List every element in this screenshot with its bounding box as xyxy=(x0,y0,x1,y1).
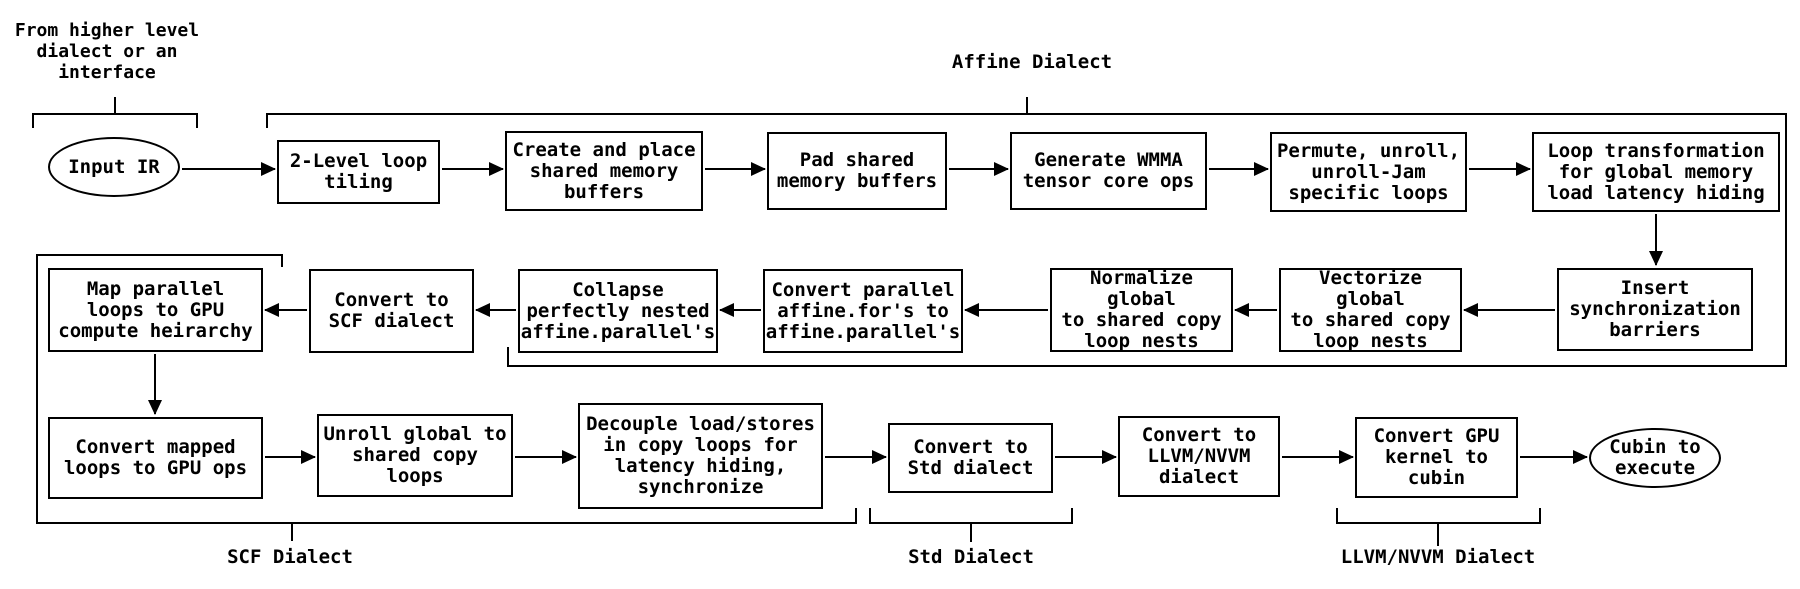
node-decouple-load-stores: Decouple load/stores in copy loops for l… xyxy=(578,403,823,509)
node-pad-shared-buffers: Pad shared memory buffers xyxy=(767,132,947,210)
node-label: Permute, unroll, unroll-Jam specific loo… xyxy=(1276,139,1461,204)
node-convert-to-llvm-nvvm: Convert to LLVM/NVVM dialect xyxy=(1118,416,1280,497)
node-label: Unroll global to shared copy loops xyxy=(323,423,507,487)
node-normalize-copy-loops: Normalize global to shared copy loop nes… xyxy=(1050,268,1233,352)
std-region-bracket xyxy=(869,508,1073,542)
input-source-bracket xyxy=(32,97,198,128)
source-note: From higher level dialect or an interfac… xyxy=(14,20,200,83)
node-unroll-copy-loops: Unroll global to shared copy loops xyxy=(317,414,513,497)
node-label: Convert to Std dialect xyxy=(907,436,1034,479)
node-2-level-loop-tiling: 2-Level loop tiling xyxy=(277,140,440,204)
node-input-ir: Input IR xyxy=(48,137,180,197)
node-label: Collapse perfectly nested affine.paralle… xyxy=(520,278,716,343)
region-label-llvm: LLVM/NVVM Dialect xyxy=(1340,546,1536,568)
node-label: Convert GPU kernel to cubin xyxy=(1373,425,1500,489)
node-label: Decouple load/stores in copy loops for l… xyxy=(586,413,815,498)
node-label: Convert to SCF dialect xyxy=(328,289,455,332)
node-label: Convert parallel affine.for's to affine.… xyxy=(765,278,961,343)
node-label: Loop transformation for global memory lo… xyxy=(1547,139,1765,204)
node-label: Cubin to execute xyxy=(1609,436,1701,479)
node-convert-kernel-to-cubin: Convert GPU kernel to cubin xyxy=(1355,417,1518,498)
node-create-shared-buffers: Create and place shared memory buffers xyxy=(505,131,703,211)
node-vectorize-copy-loops: Vectorize global to shared copy loop nes… xyxy=(1279,268,1462,352)
node-permute-unroll: Permute, unroll, unroll-Jam specific loo… xyxy=(1270,132,1467,212)
node-label: Input IR xyxy=(68,155,160,178)
node-label: Generate WMMA tensor core ops xyxy=(1022,149,1195,192)
node-label: 2-Level loop tiling xyxy=(289,150,428,193)
node-insert-sync-barriers: Insert synchronization barriers xyxy=(1557,268,1753,351)
node-loop-transformation: Loop transformation for global memory lo… xyxy=(1532,132,1780,212)
node-label: Vectorize global to shared copy loop nes… xyxy=(1290,267,1451,352)
affine-region-bracket xyxy=(266,97,1787,367)
node-map-parallel-loops: Map parallel loops to GPU compute heirar… xyxy=(48,268,263,352)
llvm-region-bracket xyxy=(1336,508,1541,546)
region-label-scf: SCF Dialect xyxy=(227,546,353,568)
node-cubin-to-execute: Cubin to execute xyxy=(1589,428,1721,488)
node-label: Map parallel loops to GPU compute heirar… xyxy=(58,277,253,342)
region-label-affine: Affine Dialect xyxy=(951,51,1113,73)
node-label: Create and place shared memory buffers xyxy=(512,138,696,203)
node-convert-parallel-affine-for: Convert parallel affine.for's to affine.… xyxy=(763,269,963,353)
node-generate-wmma: Generate WMMA tensor core ops xyxy=(1010,132,1207,210)
node-label: Convert mapped loops to GPU ops xyxy=(63,436,248,479)
node-convert-to-std: Convert to Std dialect xyxy=(888,423,1053,493)
node-convert-mapped-loops: Convert mapped loops to GPU ops xyxy=(48,417,263,499)
region-label-std: Std Dialect xyxy=(908,546,1034,568)
node-label: Convert to LLVM/NVVM dialect xyxy=(1141,424,1257,488)
node-label: Normalize global to shared copy loop nes… xyxy=(1061,267,1222,352)
scf-region-bracket xyxy=(36,254,857,541)
node-convert-to-scf: Convert to SCF dialect xyxy=(309,269,474,353)
node-collapse-nested-parallel: Collapse perfectly nested affine.paralle… xyxy=(518,269,718,353)
node-label: Insert synchronization barriers xyxy=(1569,277,1741,341)
node-label: Pad shared memory buffers xyxy=(776,149,938,192)
